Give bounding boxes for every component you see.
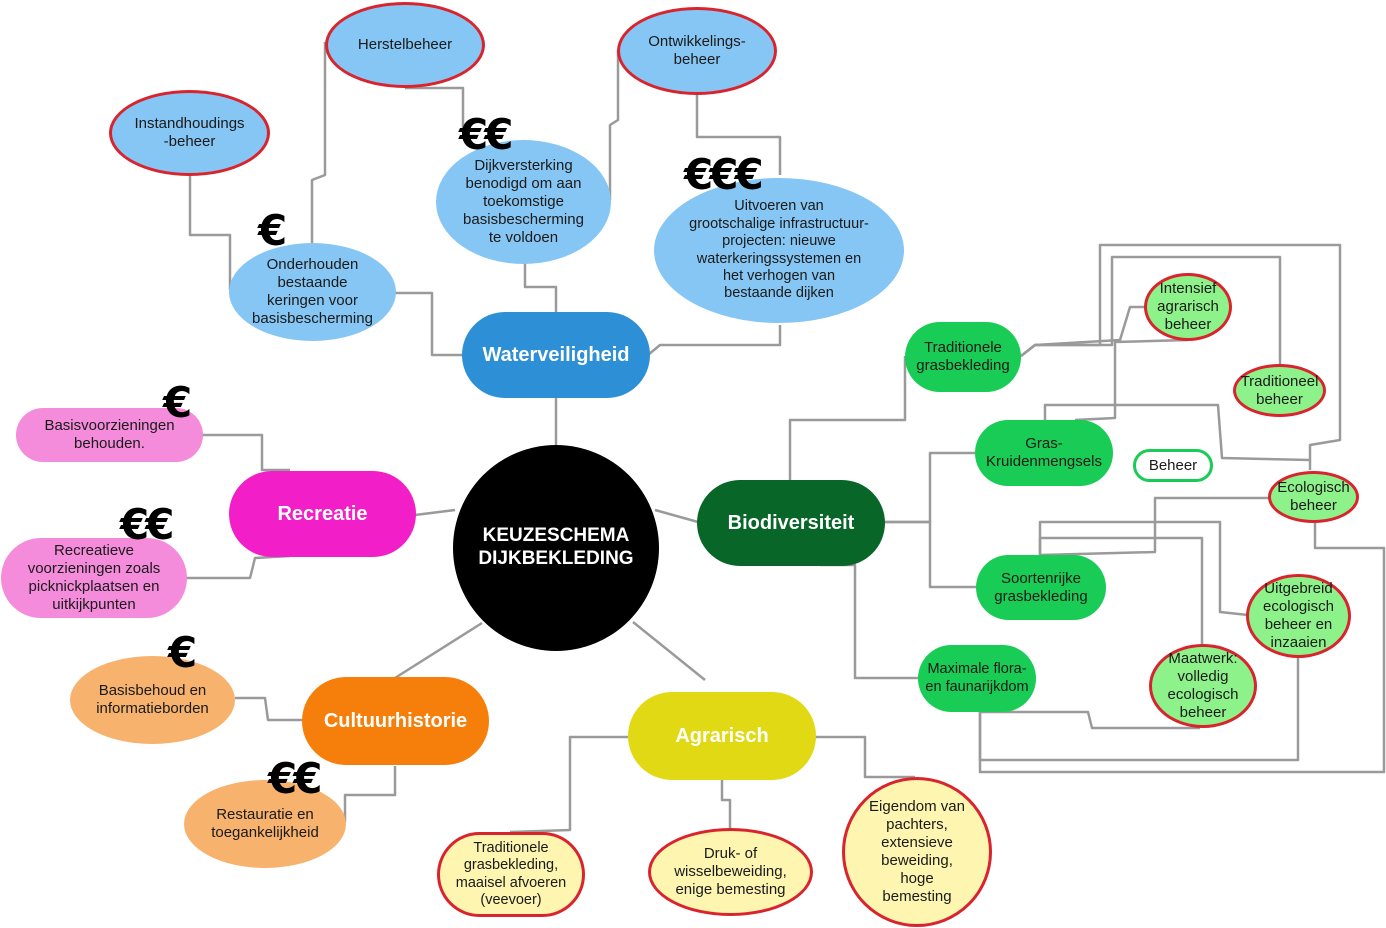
connector [394, 621, 483, 680]
option-label: Restauratie en toegankelijkheid [211, 806, 319, 841]
beheer-label: Traditioneel beheer [1240, 372, 1319, 408]
option-label: Traditionele grasbekleding, maaisel afvo… [455, 839, 567, 908]
connector [1043, 403, 1311, 462]
connector [509, 735, 628, 834]
connector [414, 508, 456, 517]
agrarisch-option-pachters[interactable]: Eigendom van pachters, extensieve beweid… [842, 777, 992, 927]
connector [1074, 338, 1189, 422]
bio-type-maximale-flora-fauna[interactable]: Maximale flora- en faunarijkdom [918, 645, 1036, 712]
connector [820, 563, 918, 680]
beheer-legend: Beheer [1133, 449, 1213, 482]
connector [185, 554, 291, 580]
connector [1038, 520, 1249, 617]
connector [608, 50, 620, 200]
category-label: Waterveiligheid [482, 344, 630, 366]
category-biodiversiteit[interactable]: Biodiversiteit [697, 480, 885, 566]
bio-type-soortenrijke-grasbekleding[interactable]: Soortenrijke grasbekleding [976, 555, 1106, 620]
connector [647, 325, 782, 356]
connector [343, 766, 397, 822]
connector [885, 520, 976, 589]
beheer-label: Intensief agrarisch beheer [1157, 280, 1219, 333]
agrarisch-option-traditioneel[interactable]: Traditionele grasbekleding, maaisel afvo… [437, 832, 585, 917]
connector [310, 42, 327, 250]
bio-beheer-traditioneel[interactable]: Traditioneel beheer [1233, 364, 1326, 417]
type-label: Traditionele grasbekleding [916, 339, 1010, 374]
connector [200, 433, 290, 472]
connector [395, 291, 463, 357]
category-waterveiligheid[interactable]: Waterveiligheid [462, 312, 650, 398]
connector [980, 710, 1200, 730]
cost-indicator: € [258, 206, 287, 255]
cost-indicator: €€ [120, 500, 174, 549]
connector [978, 520, 1386, 774]
bio-beheer-ecologisch[interactable]: Ecologisch beheer [1268, 471, 1359, 523]
type-label: Soortenrijke grasbekleding [994, 569, 1088, 605]
category-label: Recreatie [277, 503, 368, 525]
connector [815, 735, 915, 779]
connector [885, 451, 976, 524]
cost-indicator: €€€ [684, 150, 764, 199]
connector [1020, 305, 1145, 357]
option-label: Eigendom van pachters, extensieve beweid… [869, 798, 965, 905]
type-label: Gras- Kruidenmengsels [986, 435, 1102, 470]
connector [720, 780, 732, 828]
connector [1038, 536, 1204, 645]
beheer-label: Instandhoudings -beheer [134, 115, 245, 150]
category-label: Agrarisch [675, 725, 769, 747]
connector [405, 86, 465, 130]
category-agrarisch[interactable]: Agrarisch [628, 692, 816, 780]
bio-type-traditionele-grasbekleding[interactable]: Traditionele grasbekleding [905, 322, 1021, 392]
cost-indicator: € [168, 628, 197, 677]
connector [523, 262, 558, 312]
cultuur-option-restauratie[interactable]: Restauratie en toegankelijkheid [184, 780, 346, 868]
recreatie-option-voorzieningen[interactable]: Recreatieve voorzieningen zoals picknick… [1, 538, 187, 618]
agrarisch-option-wisselbeweiding[interactable]: Druk- of wisselbeweiding, enige bemestin… [648, 828, 813, 916]
connector [788, 356, 907, 480]
beheer-label: Ecologisch beheer [1277, 479, 1350, 514]
center-node: KEUZESCHEMA DIJKBEKLEDING [453, 445, 659, 651]
beheer-instandhouding[interactable]: Instandhoudings -beheer [109, 90, 270, 176]
bio-type-gras-kruidenmengsels[interactable]: Gras- Kruidenmengsels [975, 420, 1113, 486]
water-option-dijkversterking[interactable]: Dijkversterking benodigd om aan toekomst… [436, 140, 611, 264]
connector [235, 696, 303, 722]
category-label: Cultuurhistorie [323, 710, 468, 732]
connector [188, 175, 232, 290]
cost-indicator: €€ [268, 754, 322, 803]
category-recreatie[interactable]: Recreatie [229, 471, 416, 557]
option-label: Dijkversterking benodigd om aan toekomst… [463, 157, 584, 246]
legend-label: Beheer [1148, 456, 1198, 474]
cost-indicator: €€ [459, 110, 513, 159]
water-option-onderhouden[interactable]: Onderhouden bestaande keringen voor basi… [229, 243, 396, 341]
cost-indicator: € [163, 378, 192, 427]
category-cultuurhistorie[interactable]: Cultuurhistorie [302, 677, 489, 765]
beheer-ontwikkeling[interactable]: Ontwikkelings- beheer [617, 7, 777, 95]
connector [695, 93, 782, 175]
connector [1039, 496, 1270, 557]
beheer-label: Herstelbeheer [357, 36, 453, 53]
center-title-line1: KEUZESCHEMA [482, 525, 630, 547]
bio-beheer-uitgebreid-ecologisch[interactable]: Uitgebreid ecologisch beheer en inzaaien [1246, 574, 1351, 658]
type-label: Maximale flora- en faunarijkdom [925, 661, 1029, 695]
center-title-line2: DIJKBEKLEDING [478, 548, 634, 569]
bio-beheer-intensief-agrarisch[interactable]: Intensief agrarisch beheer [1144, 273, 1232, 341]
water-option-infrastructuur[interactable]: Uitvoeren van grootschalige infrastructu… [654, 178, 904, 323]
beheer-label: Maatwerk: volledig ecologisch beheer [1167, 650, 1239, 721]
beheer-herstel[interactable]: Herstelbeheer [325, 2, 485, 88]
option-label: Basisbehoud en informatieborden [96, 682, 209, 717]
recreatie-option-basis[interactable]: Basisvoorzieningen behouden. [16, 408, 203, 462]
option-label: Recreatieve voorzieningen zoals picknick… [27, 542, 161, 613]
cultuur-option-basis[interactable]: Basisbehoud en informatieborden [70, 656, 235, 744]
connector [654, 508, 699, 524]
bio-beheer-maatwerk[interactable]: Maatwerk: volledig ecologisch beheer [1149, 644, 1257, 728]
option-label: Druk- of wisselbeweiding, enige bemestin… [674, 845, 787, 898]
beheer-label: Ontwikkelings- beheer [648, 33, 746, 68]
connector [632, 621, 706, 681]
beheer-label: Uitgebreid ecologisch beheer en inzaaien [1263, 580, 1334, 651]
option-label: Basisvoorzieningen behouden. [44, 417, 175, 452]
option-label: Onderhouden bestaande keringen voor basi… [252, 256, 373, 327]
option-label: Uitvoeren van grootschalige infrastructu… [689, 198, 869, 302]
category-label: Biodiversiteit [727, 512, 855, 534]
